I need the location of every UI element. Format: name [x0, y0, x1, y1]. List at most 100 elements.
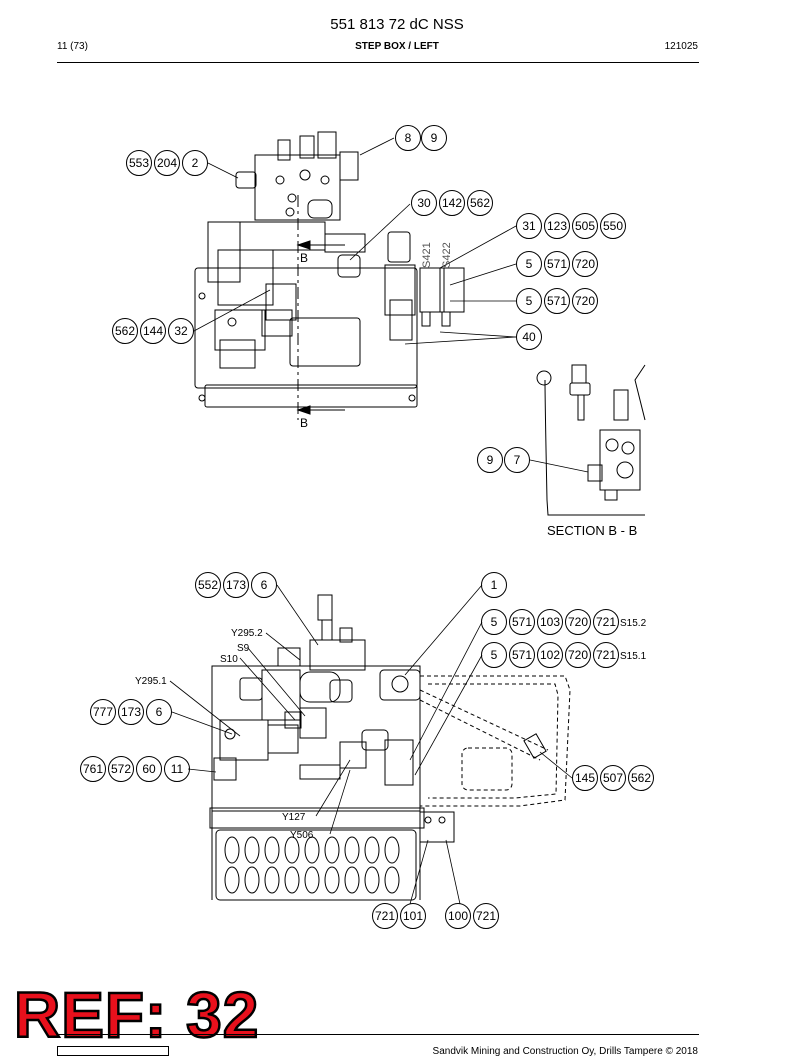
bubble-label: 30 — [417, 196, 431, 210]
bubble-123 — [544, 213, 570, 239]
bubble-label: 9 — [487, 453, 494, 467]
bubble-label: 721 — [476, 909, 496, 923]
bubble-720 — [572, 251, 598, 277]
bubble-142 — [439, 190, 465, 216]
bubble-label: 720 — [575, 294, 595, 308]
bubble-label: 142 — [442, 196, 462, 210]
bubble-label: 7 — [514, 453, 521, 467]
bubble-6 — [146, 699, 172, 725]
bubble-100 — [445, 903, 471, 929]
bubble-505 — [572, 213, 598, 239]
bubble-7 — [504, 447, 530, 473]
bubble-40 — [516, 324, 542, 350]
bubble-label: 6 — [261, 578, 268, 592]
section-valve-block — [599, 429, 641, 491]
bubble-5 — [481, 642, 507, 668]
bubble-label: 720 — [575, 257, 595, 271]
bubble-5 — [481, 609, 507, 635]
bubble-721 — [593, 609, 619, 635]
bubble-562 — [467, 190, 493, 216]
bubble-31 — [516, 213, 542, 239]
bubble-label: 571 — [547, 257, 567, 271]
bubble-571 — [544, 288, 570, 314]
bubble-562 — [628, 765, 654, 791]
bubble-label: 32 — [174, 324, 188, 338]
bubble-30 — [411, 190, 437, 216]
top-view-assembly — [194, 131, 465, 420]
bubble-label: 144 — [143, 324, 163, 338]
section-b-b-label: SECTION B - B — [547, 523, 638, 538]
bubble-label: 40 — [522, 330, 536, 344]
bubble-1 — [481, 572, 507, 598]
bubble-550 — [600, 213, 626, 239]
label-y506: Y506 — [290, 830, 314, 841]
bubble-label: 720 — [568, 615, 588, 629]
bubble-label: 173 — [121, 705, 141, 719]
bubble-571 — [509, 609, 535, 635]
bubble-145 — [572, 765, 598, 791]
bubble-label: 761 — [83, 762, 103, 776]
label-y295-2: Y295.2 — [231, 628, 263, 639]
bubble-5 — [516, 288, 542, 314]
bubble-label: 102 — [540, 648, 560, 662]
bubble-204 — [154, 150, 180, 176]
bubble-562 — [112, 318, 138, 344]
bubble-label: 562 — [470, 196, 490, 210]
bubble-label: 103 — [540, 615, 560, 629]
bubble-label: 123 — [547, 219, 567, 233]
section-view-assembly — [536, 364, 646, 516]
bubble-label: 550 — [603, 219, 623, 233]
bubble-9 — [421, 125, 447, 151]
bubble-102 — [537, 642, 563, 668]
bubble-9 — [477, 447, 503, 473]
bubble-144 — [140, 318, 166, 344]
bubble-label: 571 — [512, 615, 532, 629]
footer-rule — [57, 1034, 699, 1035]
label-s15-1: S15.1 — [620, 651, 647, 662]
bubble-721 — [593, 642, 619, 668]
page-number: 11 (73) — [57, 41, 88, 52]
bottom-bracket — [419, 811, 455, 843]
bubble-label: 11 — [171, 762, 184, 776]
top-base-plate — [194, 267, 418, 389]
bubble-101 — [400, 903, 426, 929]
bubble-572 — [108, 756, 134, 782]
bubble-label: 9 — [431, 131, 438, 145]
hinged-door — [420, 675, 571, 807]
bubble-32 — [168, 318, 194, 344]
label-s10: S10 — [220, 654, 238, 665]
bubble-label: 6 — [156, 705, 163, 719]
bubble-777 — [90, 699, 116, 725]
sensor-label-s422: S422 — [441, 242, 453, 268]
bubble-571 — [509, 642, 535, 668]
top-valve-manifold — [254, 154, 341, 221]
bubble-label: 721 — [375, 909, 395, 923]
bottom-view-bubbles — [80, 572, 654, 929]
bubble-103 — [537, 609, 563, 635]
bubble-720 — [565, 609, 591, 635]
top-view-bubbles — [112, 125, 626, 350]
label-s15-2: S15.2 — [620, 618, 647, 629]
bubble-label: 5 — [526, 294, 533, 308]
sensor-label-s421: S421 — [421, 242, 433, 268]
bubble-label: 572 — [111, 762, 131, 776]
document-date: 121025 — [664, 41, 698, 52]
bubble-label: 553 — [129, 156, 149, 170]
bubble-label: 31 — [522, 219, 536, 233]
bubble-label: 173 — [226, 578, 246, 592]
section-marker-top: B — [300, 251, 308, 265]
bubble-552 — [195, 572, 221, 598]
section-marker-bottom: B — [300, 416, 308, 430]
label-y295-1: Y295.1 — [135, 676, 167, 687]
bubble-label: 721 — [596, 615, 616, 629]
bubble-721 — [372, 903, 398, 929]
bubble-label: 101 — [403, 909, 423, 923]
bubble-label: 145 — [575, 771, 595, 785]
bubble-label: 505 — [575, 219, 595, 233]
bubble-label: 5 — [491, 648, 498, 662]
bubble-11 — [164, 756, 190, 782]
bubble-60 — [136, 756, 162, 782]
bubble-label: 1 — [491, 578, 498, 592]
bubble-720 — [572, 288, 598, 314]
